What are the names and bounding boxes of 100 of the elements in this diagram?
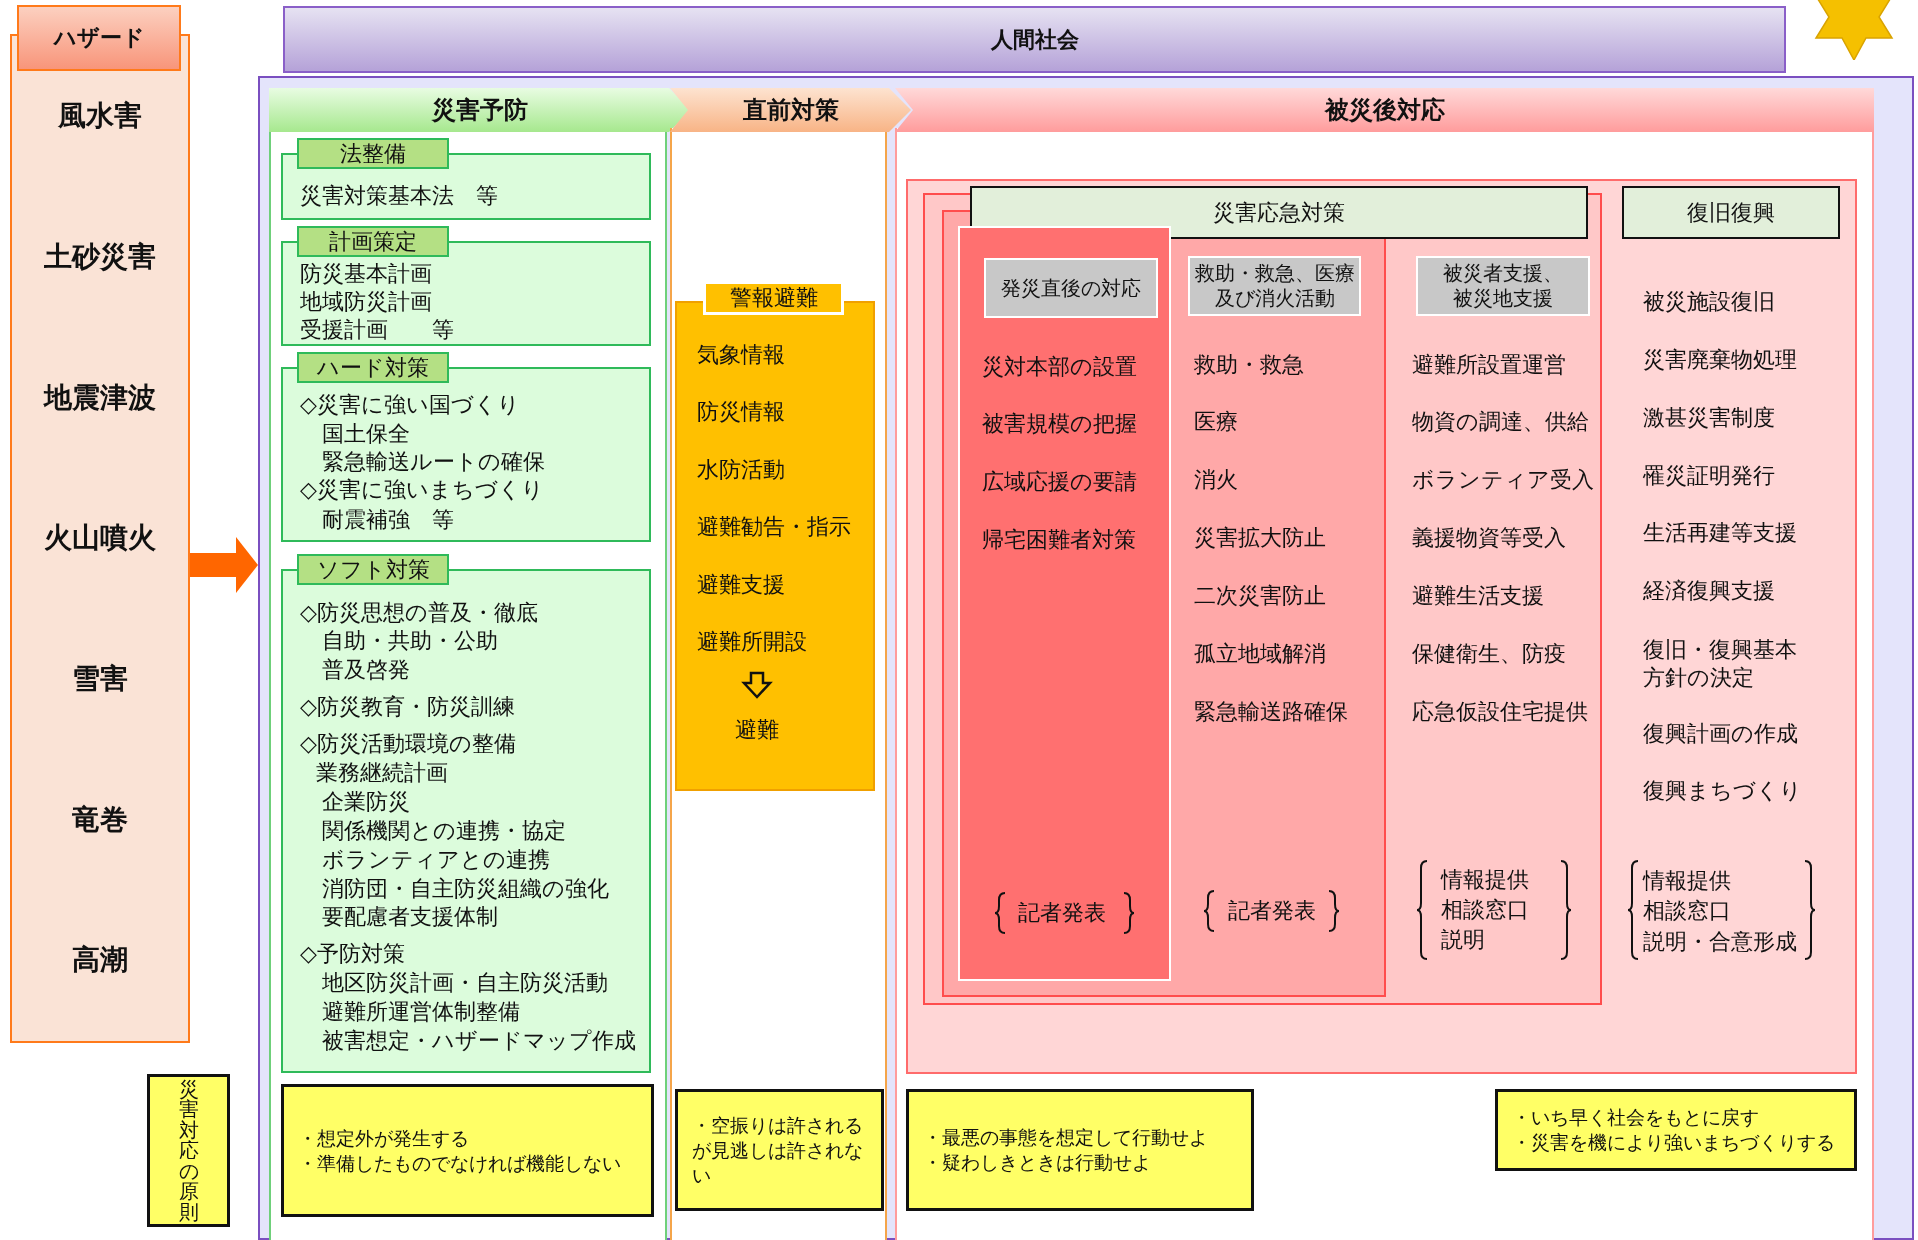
column-label: 救助・救急、医療及び消火活動: [1188, 256, 1361, 316]
hazard-label: 高潮: [71, 943, 129, 977]
list-item: 消防団・自主防災組織の強化: [322, 875, 609, 903]
list-item: 防災情報: [697, 398, 785, 426]
list-item: ◇予防対策: [300, 940, 405, 968]
note-box: [906, 1089, 1254, 1211]
list-item: 地域防災計画: [300, 288, 432, 316]
list-item: 避難所運営体制整備: [322, 998, 520, 1026]
list-item: 耐震補強 等: [322, 506, 454, 534]
header-band: 人間社会: [283, 6, 1786, 73]
list-item: 相談窓口: [1643, 897, 1731, 925]
column-label: 被災者支援、被災地支援: [1416, 256, 1590, 316]
list-item: 地区防災計画・自主防災活動: [322, 969, 608, 997]
list-item: 相談窓口: [1441, 896, 1529, 924]
hazard-label: 土砂災害: [43, 240, 157, 274]
list-item: 情報提供: [1441, 866, 1529, 894]
list-item: 災害廃棄物処理: [1643, 346, 1797, 374]
list-item: 緊急輸送路確保: [1194, 698, 1348, 726]
list-item: 生活再建等支援: [1643, 519, 1797, 547]
list-item: 被害規模の把握: [982, 410, 1137, 438]
hazard-label: 風水害: [57, 99, 143, 133]
note-text: ・災害を機により強いまちづくりする: [1512, 1130, 1836, 1155]
note-box: [281, 1084, 654, 1217]
list-item: 救助・救急: [1194, 351, 1304, 379]
list-item: 応急仮設住宅提供: [1412, 698, 1588, 726]
note-box: [675, 1089, 884, 1211]
list-item: 医療: [1194, 408, 1238, 436]
list-item: ◇防災活動環境の整備: [300, 730, 516, 758]
list-item: ◇防災思想の普及・徹底: [300, 599, 538, 627]
list-item: 被害想定・ハザードマップ作成: [322, 1027, 636, 1055]
list-item: ◇災害に強い国づくり: [300, 391, 520, 419]
note-text: ・疑わしきときは行動せよ: [923, 1150, 1152, 1175]
list-item: 国土保全: [322, 420, 410, 448]
column-background: [958, 226, 1171, 981]
list-item: 記者発表: [1018, 899, 1106, 927]
list-item: 自助・共助・公助: [322, 627, 498, 655]
list-item: 物資の調達、供給: [1412, 408, 1589, 436]
list-item: 普及啓発: [322, 656, 410, 684]
list-item: 避難所設置運営: [1412, 351, 1566, 379]
list-item: 記者発表: [1228, 897, 1316, 925]
list-item: ◇防災教育・防災訓練: [300, 693, 515, 721]
list-item: 災対本部の設置: [982, 353, 1137, 381]
section-tab: ハード対策: [297, 352, 449, 383]
list-item: 避難生活支援: [1412, 582, 1544, 610]
hazard-label: 地震津波: [42, 381, 157, 415]
column-header: 被災後対応: [895, 88, 1874, 132]
section-tab: ソフト対策: [297, 554, 449, 585]
note-box: [1495, 1089, 1857, 1171]
list-item: 孤立地域解消: [1194, 640, 1326, 668]
list-item: 情報提供: [1643, 867, 1731, 895]
hazard-header: ハザード: [17, 5, 181, 71]
list-item: 災害対策基本法 等: [300, 182, 498, 210]
list-item: ボランティア受入: [1412, 466, 1594, 494]
hazard-label: 雪害: [71, 662, 129, 696]
list-item: 緊急輸送ルートの確保: [322, 448, 545, 476]
list-item: 関係機関との連携・協定: [322, 817, 566, 845]
section-tab: 法整備: [297, 138, 449, 169]
list-item: 義援物資等受入: [1412, 524, 1566, 552]
list-item: 保健衛生、防疫: [1412, 640, 1566, 668]
note-text: ・いち早く社会をもとに戻す: [1512, 1105, 1760, 1130]
section-tab: 計画策定: [297, 226, 449, 257]
note-text: ・空振りは許されるが見逃しは許されない: [692, 1112, 864, 1188]
list-item: 広域応援の要請: [982, 468, 1137, 496]
list-item: 業務継続計画: [316, 759, 448, 787]
list-item: 被災施設復旧: [1643, 288, 1775, 316]
hazard-label: 火山噴火: [43, 521, 157, 555]
list-item: 復興計画の作成: [1643, 720, 1798, 748]
list-item: ◇災害に強いまちづくり: [300, 476, 544, 504]
list-item: 罹災証明発行: [1643, 462, 1775, 490]
column-header: 直前対策: [670, 88, 911, 132]
list-item: 説明・合意形成: [1643, 928, 1797, 956]
list-item: 激甚災害制度: [1643, 404, 1775, 432]
list-item: ボランティアとの連携: [322, 846, 550, 874]
list-item: 要配慮者支援体制: [322, 903, 498, 931]
note-text: ・想定外が発生する: [298, 1125, 470, 1151]
list-item: 帰宅困難者対策: [982, 526, 1136, 554]
list-item: 避難所開設: [697, 628, 807, 656]
section-header: 復旧復興: [1622, 186, 1840, 239]
list-item: 避難勧告・指示: [697, 513, 851, 541]
list-item: 気象情報: [697, 341, 785, 369]
list-item: 水防活動: [697, 456, 785, 484]
list-item: 避難支援: [697, 571, 785, 599]
list-item: 避難: [735, 716, 779, 744]
list-item: 企業防災: [322, 788, 410, 816]
list-item: 二次災害防止: [1194, 582, 1326, 610]
list-item: 経済復興支援: [1643, 577, 1775, 605]
principle-box: 災害対応の原則: [147, 1074, 230, 1227]
list-item: 復興まちづくり: [1643, 777, 1802, 805]
arrow: [190, 537, 258, 593]
list-item: 説明: [1441, 926, 1485, 954]
section-tab: 警報避難: [703, 281, 844, 315]
list-item: 災害拡大防止: [1194, 524, 1326, 552]
list-item: 防災基本計画: [300, 260, 432, 288]
list-item: 復旧・復興基本方針の決定: [1643, 636, 1798, 692]
hazard-label: 竜巻: [71, 803, 129, 837]
section-header: 災害応急対策: [970, 186, 1588, 239]
list-item: 消火: [1194, 466, 1238, 494]
note-text: ・最悪の事態を想定して行動せよ: [923, 1125, 1209, 1150]
note-text: ・準備したものでなければ機能しない: [298, 1150, 622, 1176]
column-label: 発災直後の対応: [984, 258, 1158, 318]
